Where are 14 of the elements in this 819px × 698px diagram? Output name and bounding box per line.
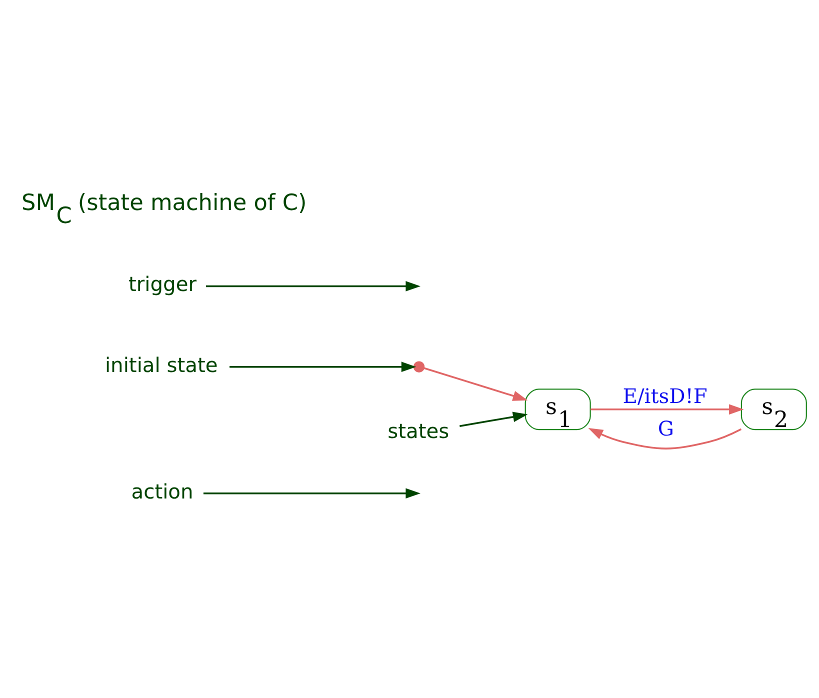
arrow: [203, 488, 420, 498]
arrow: [590, 404, 744, 414]
arrow: [206, 280, 420, 291]
edge-label: G: [658, 416, 674, 440]
arrow: [424, 366, 528, 400]
arrow: [588, 428, 742, 449]
arrow: [460, 411, 528, 426]
node-circle: [413, 360, 425, 372]
node-text: states: [388, 418, 450, 442]
edge-label: E/itsD!F: [622, 384, 708, 408]
node-text: action: [131, 478, 194, 503]
arrow: [230, 361, 416, 372]
node-text: initial state: [104, 352, 218, 376]
node-text: trigger: [128, 272, 196, 296]
